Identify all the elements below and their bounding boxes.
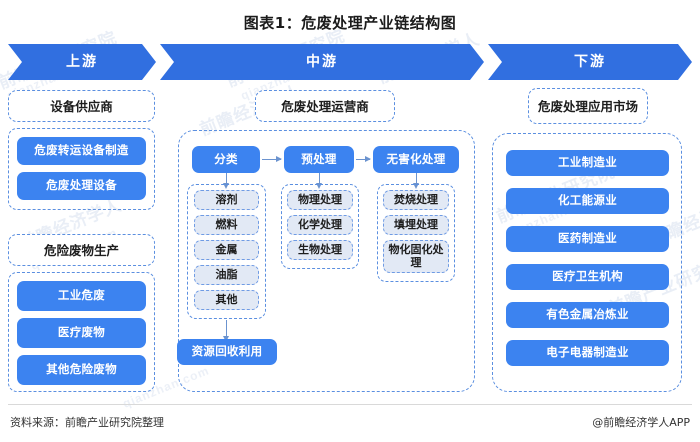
midstream-classify-children [187, 184, 266, 319]
downstream-item-medical-inst[interactable]: 医疗卫生机构 [506, 264, 669, 290]
midstream-child-biological[interactable]: 生物处理 [287, 240, 353, 260]
upstream-group-0-header: 设备供应商 [8, 90, 155, 122]
midstream-child-solidification[interactable]: 物化固化处理 [383, 240, 449, 273]
midstream-child-fuel[interactable]: 燃料 [194, 215, 259, 235]
stage-downstream-label: 下游 [574, 53, 606, 69]
stage-upstream-label: 上游 [66, 53, 98, 69]
upstream-item-equip-transport[interactable]: 危废转运设备制造 [17, 137, 146, 165]
credit-note: @前瞻经济学人APP [592, 416, 690, 429]
midstream-child-incineration[interactable]: 焚烧处理 [383, 190, 449, 210]
chart-title: 图表1：危废处理产业链结构图 [243, 14, 457, 32]
midstream-header: 危废处理运营商 [255, 90, 395, 122]
stage-upstream[interactable]: 上游 [8, 44, 156, 80]
arrow-harmless-down [411, 173, 421, 189]
downstream-container [492, 133, 682, 392]
midstream-pretreatment-children [281, 184, 359, 269]
footer-divider [8, 404, 692, 405]
stage-downstream[interactable]: 下游 [488, 44, 692, 80]
midstream-child-solvent[interactable]: 溶剂 [194, 190, 259, 210]
midstream-stage-classify[interactable]: 分类 [192, 146, 260, 173]
source-note: 资料来源：前瞻产业研究院整理 [10, 416, 164, 429]
midstream-stage-pretreatment[interactable]: 预处理 [284, 146, 354, 173]
downstream-item-chem-energy[interactable]: 化工能源业 [506, 188, 669, 214]
midstream-child-grease[interactable]: 油脂 [194, 265, 259, 285]
upstream-group-1-container [8, 272, 155, 392]
downstream-header: 危废处理应用市场 [528, 88, 648, 124]
stage-midstream-label: 中游 [306, 53, 338, 69]
arrow-classify-to-recovery [221, 320, 231, 342]
arrow-pretreatment-to-harmless [356, 154, 371, 164]
upstream-item-other-hw[interactable]: 其他危险废物 [17, 355, 146, 385]
downstream-item-nonferrous[interactable]: 有色金属冶炼业 [506, 302, 669, 328]
midstream-child-chemical[interactable]: 化学处理 [287, 215, 353, 235]
upstream-group-0-container [8, 128, 155, 210]
downstream-item-industrial-mfg[interactable]: 工业制造业 [506, 150, 669, 176]
midstream-child-other[interactable]: 其他 [194, 290, 259, 310]
downstream-item-electronics[interactable]: 电子电器制造业 [506, 340, 669, 366]
upstream-group-1-header: 危险废物生产 [8, 234, 155, 266]
midstream-child-physical[interactable]: 物理处理 [287, 190, 353, 210]
arrow-pretreatment-down [314, 173, 324, 189]
arrow-classify-down [221, 173, 231, 189]
midstream-container [178, 130, 475, 392]
midstream-child-metal[interactable]: 金属 [194, 240, 259, 260]
midstream-output-resource-recovery[interactable]: 资源回收利用 [177, 339, 277, 365]
midstream-stage-harmless[interactable]: 无害化处理 [373, 146, 459, 173]
upstream-item-medical-waste[interactable]: 医疗废物 [17, 318, 146, 348]
upstream-item-industrial-hw[interactable]: 工业危废 [17, 281, 146, 311]
downstream-item-pharma-mfg[interactable]: 医药制造业 [506, 226, 669, 252]
stage-midstream[interactable]: 中游 [160, 44, 484, 80]
upstream-item-equip-treatment[interactable]: 危废处理设备 [17, 172, 146, 200]
midstream-harmless-children [377, 184, 455, 282]
arrow-classify-to-pretreatment [262, 154, 282, 164]
stage-banner: 上游 中游 下游 [8, 44, 692, 80]
midstream-child-landfill[interactable]: 填埋处理 [383, 215, 449, 235]
